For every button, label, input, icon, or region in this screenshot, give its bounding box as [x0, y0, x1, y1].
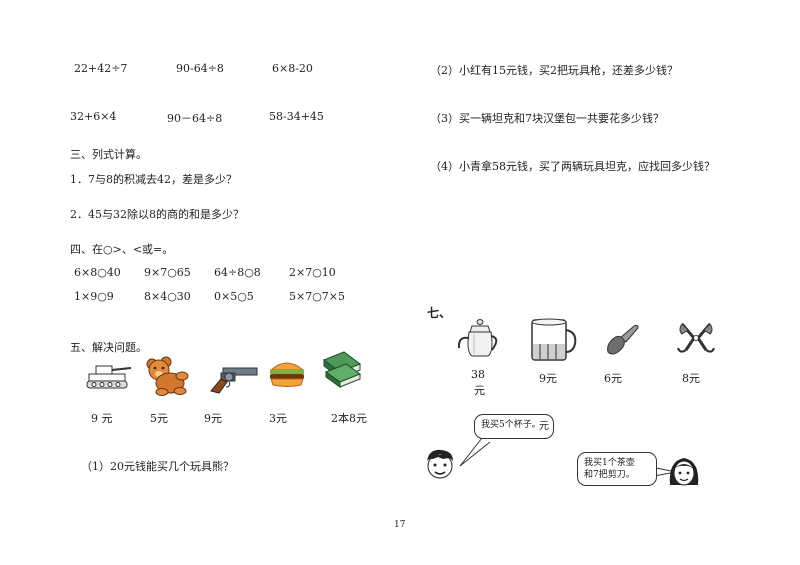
compare-item: 8×4○30 — [144, 290, 191, 303]
teddy-bear-icon — [146, 356, 189, 396]
item-price: 38 — [471, 368, 485, 381]
boy-speech-bubble: 我买5个杯子。 元 — [474, 414, 554, 439]
question: 1．7与8的积减去42，差是多少？ — [70, 173, 237, 186]
scissors-icon — [677, 323, 715, 353]
toy-price: 9 元 — [91, 412, 113, 425]
section-title: 三、列式计算。 — [70, 148, 147, 161]
calc-expr: 22+42÷7 — [74, 62, 128, 75]
girl-speech-bubble: 我买1个茶壶 和7把剪刀。 — [577, 452, 657, 486]
compare-item: 1×9○9 — [74, 290, 114, 303]
boy-speech-extra: 元 — [539, 421, 549, 432]
toy-price: 5元 — [150, 412, 168, 425]
section-title: 五、解决问题。 — [70, 341, 147, 354]
books-icon — [322, 351, 362, 388]
compare-item: 5×7○7×5 — [289, 290, 346, 303]
speech-pointers — [459, 437, 677, 477]
toy-price: 9元 — [204, 412, 222, 425]
calc-expr: 6×8-20 — [272, 62, 313, 75]
item-price: 6元 — [604, 372, 622, 385]
compare-item: 0×5○5 — [214, 290, 254, 303]
girl-speech-line: 和7把剪刀。 — [584, 470, 635, 480]
question: （4）小青拿58元钱，买了两辆玩具坦克，应找回多少钱？ — [430, 160, 715, 173]
toy-price: 2本8元 — [331, 412, 367, 425]
calc-expr: 32+6×4 — [70, 110, 117, 123]
tank-icon — [86, 365, 132, 389]
boy-face-icon — [427, 449, 453, 479]
compare-item: 9×7○65 — [144, 266, 191, 279]
question: （2）小红有15元钱，买2把玩具枪，还差多少钱？ — [430, 64, 678, 77]
page-number: 17 — [394, 520, 406, 530]
question: 2．45与32除以8的商的和是多少？ — [70, 208, 244, 221]
section-title: 七、 — [427, 306, 452, 320]
item-price: 元 — [474, 384, 485, 397]
item-price: 9元 — [539, 372, 557, 385]
item-price: 8元 — [682, 372, 700, 385]
hamburger-icon — [269, 362, 305, 387]
teapot-icon — [457, 319, 498, 357]
girl-face-icon — [669, 458, 699, 486]
compare-item: 6×8○40 — [74, 266, 121, 279]
section-title: 四、在○>、<或=。 — [70, 243, 174, 256]
compare-item: 2×7○10 — [289, 266, 336, 279]
girl-speech-line: 我买1个茶壶 — [584, 458, 635, 468]
question: （3）买一辆坦克和7块汉堡包一共要花多少钱？ — [430, 112, 664, 125]
cup-icon — [531, 318, 577, 361]
calc-expr: 58-34+45 — [269, 110, 324, 123]
trowel-icon — [607, 324, 639, 355]
calc-expr: 90-64÷8 — [176, 62, 224, 75]
toy-price: 3元 — [269, 412, 287, 425]
calc-expr: 90－64÷8 — [167, 112, 223, 125]
compare-item: 64÷8○8 — [214, 266, 261, 279]
boy-speech-text: 我买5个杯子。 — [481, 420, 541, 430]
toy-gun-icon — [210, 367, 258, 394]
question: （1）20元钱能买几个玩具熊？ — [81, 460, 234, 473]
